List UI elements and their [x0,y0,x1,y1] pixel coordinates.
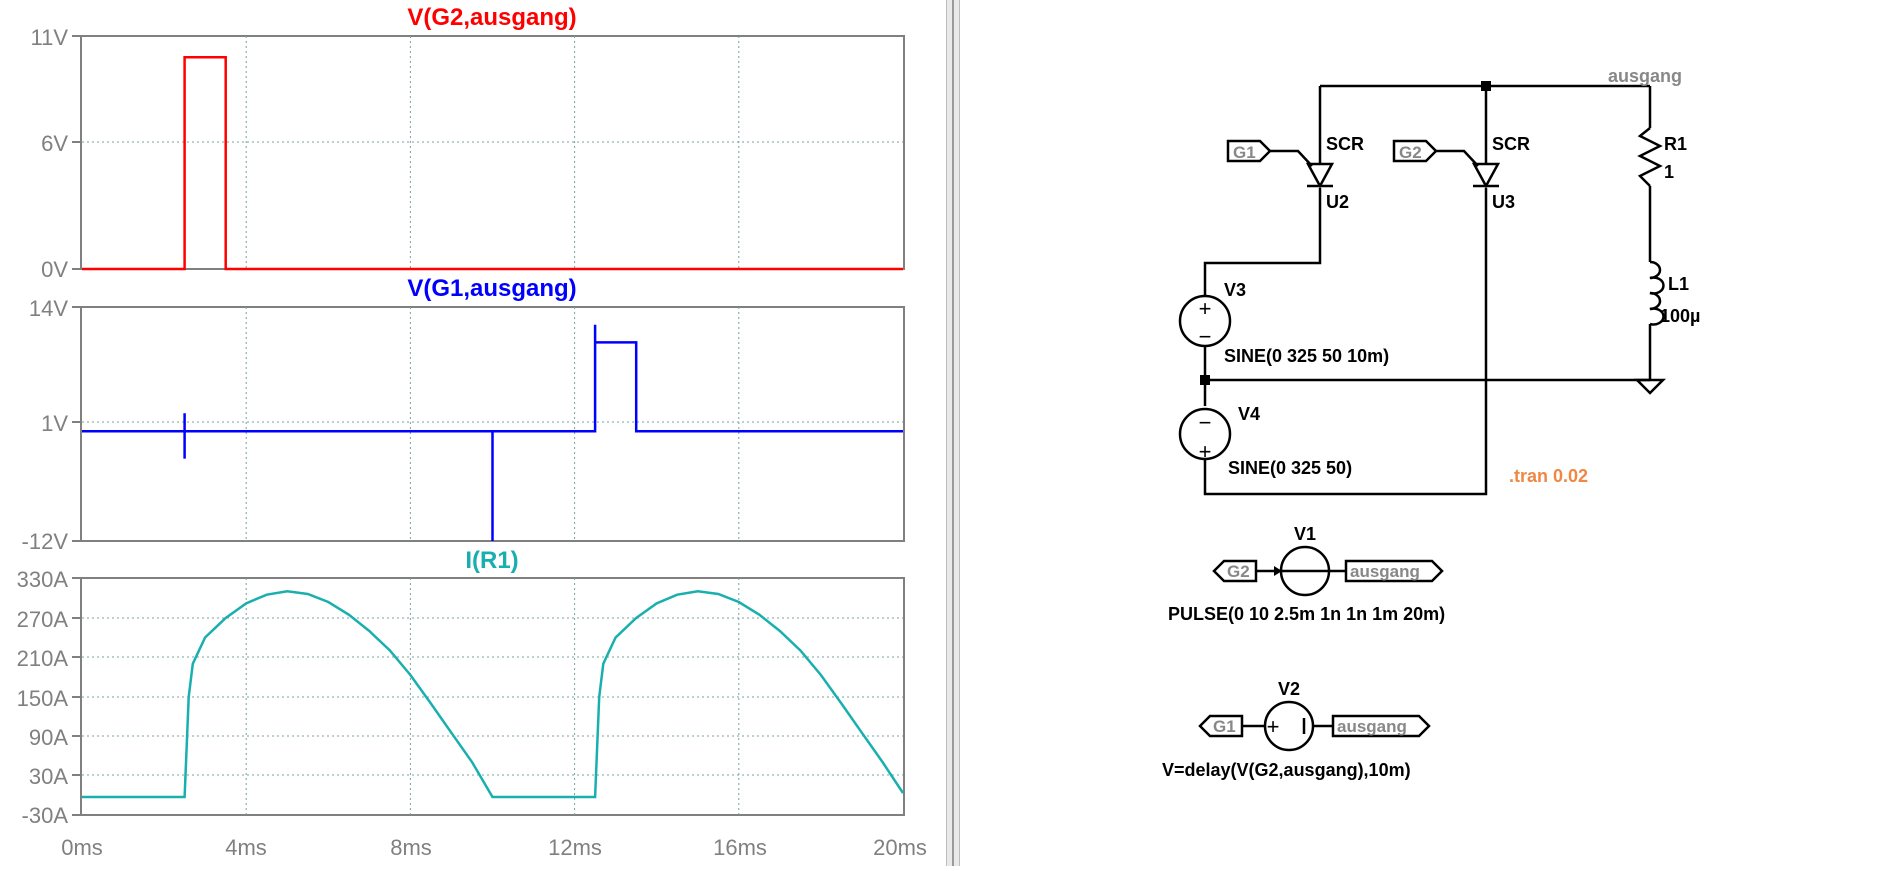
net-tag-g2-label: G2 [1399,143,1422,162]
waveform-viewer[interactable]: V(G2,ausgang) 11V 6V 0V V(G1,ausgang) 14… [0,0,946,866]
net-tag-v2-ausgang-shape [1331,714,1431,738]
y-tick-label: 1V [41,411,68,436]
net-tag-g1-label: G1 [1233,143,1256,162]
pane-splitter[interactable] [946,0,960,866]
plot-grid [72,577,903,816]
splitter-grip [952,0,954,866]
trace-v-g2-ausgang[interactable] [82,55,903,271]
voltage-source-v4-circle-icon [1178,407,1232,461]
net-tag-v2-ausgang-label[interactable]: ausgang [1337,717,1407,736]
waveform-svg: V(G2,ausgang) 11V 6V 0V V(G1,ausgang) 14… [17,4,927,860]
scr-u2-triangle-icon [1305,162,1335,189]
voltage-source-v2-plus-icon: + [1267,714,1280,739]
y-tick-label: -12V [22,529,69,554]
ground-icon[interactable] [1633,378,1667,395]
scr-u2-name: U2 [1326,192,1349,212]
y-tick-label: 11V [30,25,68,50]
trace-i-r1[interactable] [82,590,905,799]
inductor-l1-coil-icon [1649,260,1665,326]
plot-title-v-g2-ausgang[interactable]: V(G2,ausgang) [407,4,576,31]
inductor-l1-name: L1 [1668,274,1689,294]
spice-directive-tran[interactable]: .tran 0.02 [1509,466,1588,486]
voltage-source-v1-value[interactable]: PULSE(0 10 2.5m 1n 1n 1m 20m) [1168,604,1445,624]
net-tag-g2-shape [1392,139,1438,163]
voltage-source-v1-name: V1 [1294,524,1316,544]
scr-u2[interactable]: SCR U2 [1305,134,1364,212]
y-tick-label: 90A [29,725,68,750]
y-tick-label: 330A [17,567,69,592]
schematic-editor[interactable]: ausgang SCR U2 SCR U3 G1 G [960,0,1903,866]
inductor-l1[interactable]: L1 100µ [1649,260,1700,326]
voltage-source-v3[interactable]: + − V3 SINE(0 325 50 10m) [1178,280,1389,366]
junction-mid [1200,375,1210,385]
net-tag-v1-ausgang-label[interactable]: ausgang [1350,562,1420,581]
junction-ausgang [1481,81,1491,91]
resistor-r1-name: R1 [1664,134,1687,154]
scr-u3-type: SCR [1492,134,1530,154]
scr-u3-triangle-icon [1471,162,1501,189]
voltage-source-v3-minus-icon: − [1199,324,1212,349]
trace-v-g1-ausgang[interactable] [82,324,903,541]
inductor-l1-value: 100µ [1660,306,1700,326]
voltage-source-v4-minus-icon: − [1199,410,1212,435]
plot-frame [80,35,905,270]
wire-u2-v3[interactable] [1203,188,1322,296]
resistor-r1-value: 1 [1664,162,1674,182]
wire-g1-gate[interactable] [1268,149,1313,167]
net-tag-g1[interactable]: G1 [1226,139,1272,163]
scr-u2-type: SCR [1326,134,1364,154]
plot-grid [72,306,903,542]
net-tag-g1-shape [1226,139,1272,163]
y-tick-label: 210A [17,646,69,671]
net-tag-g2[interactable]: G2 [1392,139,1438,163]
x-tick-label: 16ms [713,835,767,860]
scr-u3-name: U3 [1492,192,1515,212]
voltage-source-v3-plus-icon: + [1199,296,1212,321]
x-tick-label: 4ms [225,835,267,860]
net-label-ausgang[interactable]: ausgang [1608,66,1682,86]
resistor-r1-zigzag-icon [1637,127,1663,187]
net-tag-v1-g2-label[interactable]: G2 [1227,562,1250,581]
plot-pane-v-g1-ausgang[interactable]: V(G1,ausgang) 14V 1V -12V [22,275,905,554]
x-axis: 0ms 4ms 8ms 12ms 16ms 20ms [61,835,927,860]
y-tick-label: 150A [17,686,69,711]
y-tick-label: -30A [22,803,69,828]
net-tag-v2-g1-label[interactable]: G1 [1213,717,1236,736]
x-tick-label: 12ms [548,835,602,860]
voltage-source-v3-value[interactable]: SINE(0 325 50 10m) [1224,346,1389,366]
x-tick-label: 20ms [873,835,927,860]
voltage-source-v4-value[interactable]: SINE(0 325 50) [1228,458,1352,478]
x-tick-label: 0ms [61,835,103,860]
scr-u3[interactable]: SCR U3 [1471,134,1530,212]
voltage-source-v4[interactable]: − + V4 SINE(0 325 50) [1178,404,1352,478]
voltage-source-v3-name: V3 [1224,280,1246,300]
plot-pane-i-r1[interactable]: I(R1) 330A 270A 210A 150A 90A 30A -30A [17,547,905,828]
wire-v4-u3[interactable] [1203,188,1488,496]
y-tick-label: 0V [41,257,68,282]
voltage-source-v1[interactable]: G2 ausgang V1 PULSE(0 10 2.5m 1n 1n 1m 2… [1168,524,1445,624]
arrow-icon [1274,566,1282,576]
voltage-source-v3-circle-icon [1178,294,1232,348]
y-tick-label: 6V [41,131,68,156]
y-tick-label: 270A [17,607,69,632]
plot-title-i-r1[interactable]: I(R1) [465,547,518,574]
voltage-source-v2[interactable]: G1 + ausgang V2 V=delay(V(G2,ausgang),10… [1162,679,1431,780]
resistor-r1[interactable]: R1 1 [1637,127,1687,187]
voltage-source-v4-name: V4 [1238,404,1260,424]
wire-g2-gate[interactable] [1434,149,1479,167]
plot-grid [72,35,903,270]
voltage-source-v2-value[interactable]: V=delay(V(G2,ausgang),10m) [1162,760,1411,780]
plot-pane-v-g2-ausgang[interactable]: V(G2,ausgang) 11V 6V 0V [30,4,905,282]
voltage-source-v2-name: V2 [1278,679,1300,699]
y-tick-label: 14V [29,296,68,321]
schematic-svg: ausgang SCR U2 SCR U3 G1 G [1162,66,1700,780]
y-tick-label: 30A [29,764,68,789]
plot-title-v-g1-ausgang[interactable]: V(G1,ausgang) [407,275,576,302]
net-tag-v1-ausgang-shape [1344,559,1444,583]
x-tick-label: 8ms [390,835,432,860]
voltage-source-v4-plus-icon: + [1199,439,1212,464]
